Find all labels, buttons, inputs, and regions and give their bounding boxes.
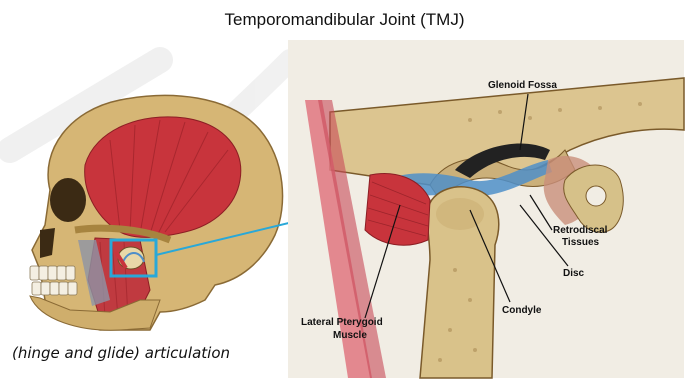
label-retrodiscal-line2: Tissues — [562, 237, 599, 248]
diagram-title: Temporomandibular Joint (TMJ) — [0, 10, 689, 30]
label-retrodiscal-line1: Retrodiscal — [553, 225, 608, 236]
label-lateral-pterygoid-line2: Muscle — [333, 330, 367, 341]
skull-illustration — [30, 95, 283, 330]
label-glenoid-fossa: Glenoid Fossa — [488, 80, 557, 91]
diagram-caption: (hinge and glide) articulation — [12, 344, 230, 362]
label-lateral-pterygoid-line1: Lateral Pterygoid — [301, 317, 383, 328]
label-condyle: Condyle — [502, 305, 542, 316]
tmj-cross-section: Glenoid Fossa Retrodiscal Tissues Disc C… — [288, 40, 684, 378]
label-disc: Disc — [563, 268, 585, 279]
